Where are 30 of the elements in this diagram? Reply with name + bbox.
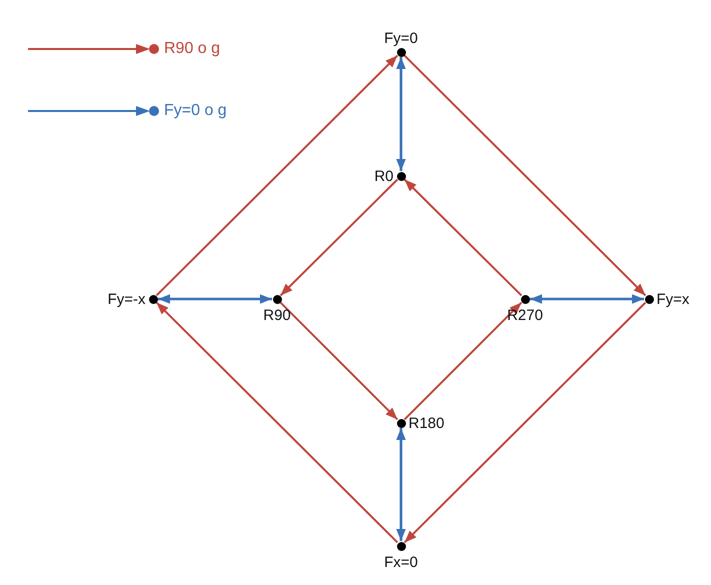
graph-vertex <box>384 30 418 56</box>
graph-vertex <box>263 294 291 324</box>
arrow <box>404 302 646 544</box>
graph-vertex <box>507 294 543 324</box>
vertex-label: Fy=x <box>656 290 690 308</box>
vertex-label: Fy=0 <box>384 30 418 46</box>
arrow <box>530 294 644 304</box>
legend-label: Fy=0 o g <box>164 102 227 120</box>
graph-vertex <box>374 168 406 184</box>
arrow <box>396 428 406 541</box>
graph-vertex <box>644 290 690 308</box>
vertex-label: Fx=0 <box>384 554 418 570</box>
arrow <box>280 302 398 420</box>
arrow <box>404 302 522 420</box>
arrow <box>156 54 398 296</box>
arrow <box>158 294 272 304</box>
vertex-label: R0 <box>374 168 394 184</box>
graph-vertex <box>384 542 418 570</box>
arrow <box>396 57 406 171</box>
arrow <box>404 54 646 296</box>
arrow <box>280 178 398 296</box>
arrow <box>156 302 398 544</box>
graph-vertex <box>108 290 158 308</box>
vertex-label: R270 <box>507 306 543 324</box>
vertex-label: Fy=-x <box>108 290 146 308</box>
graph-vertex <box>396 414 444 432</box>
vertex-label: R90 <box>263 306 291 324</box>
arrow <box>404 178 522 296</box>
legend-label: R90 o g <box>164 40 220 58</box>
vertex-label: R180 <box>408 414 444 432</box>
